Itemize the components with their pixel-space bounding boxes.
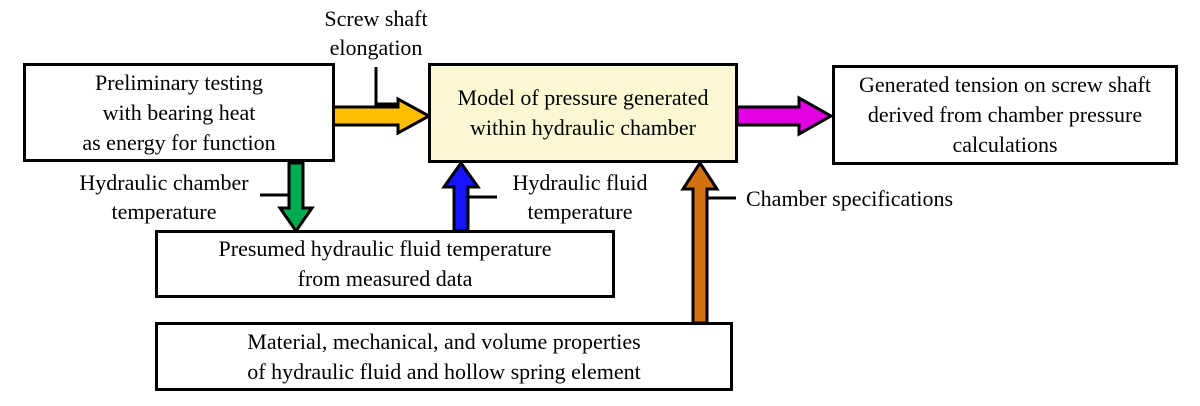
arrow-properties-to-model	[680, 160, 720, 325]
box-preliminary-testing: Preliminary testing with bearing heat as…	[23, 63, 335, 162]
arrow-preliminary-to-model	[331, 96, 433, 136]
box-material-properties: Material, mechanical, and volume propert…	[155, 322, 733, 391]
connector-screw-shaft-elongation	[374, 67, 398, 106]
box-presumed-temperature: Presumed hydraulic fluid temperature fro…	[155, 230, 615, 298]
box-model: Model of pressure generated within hydra…	[428, 63, 738, 163]
arrow-preliminary-to-presumed	[277, 161, 315, 234]
arrow-presumed-to-model	[441, 160, 481, 233]
label-screw-shaft-elongation: Screw shaft elongation	[324, 6, 428, 60]
box-generated-tension: Generated tension on screw shaft derived…	[832, 65, 1178, 165]
label-hydraulic-chamber-temperature: Hydraulic chamber temperature	[79, 170, 249, 224]
label-hydraulic-fluid-temperature: Hydraulic fluid temperature	[512, 170, 648, 224]
arrow-model-to-tension	[735, 95, 835, 137]
label-chamber-specifications: Chamber specifications	[746, 186, 954, 211]
